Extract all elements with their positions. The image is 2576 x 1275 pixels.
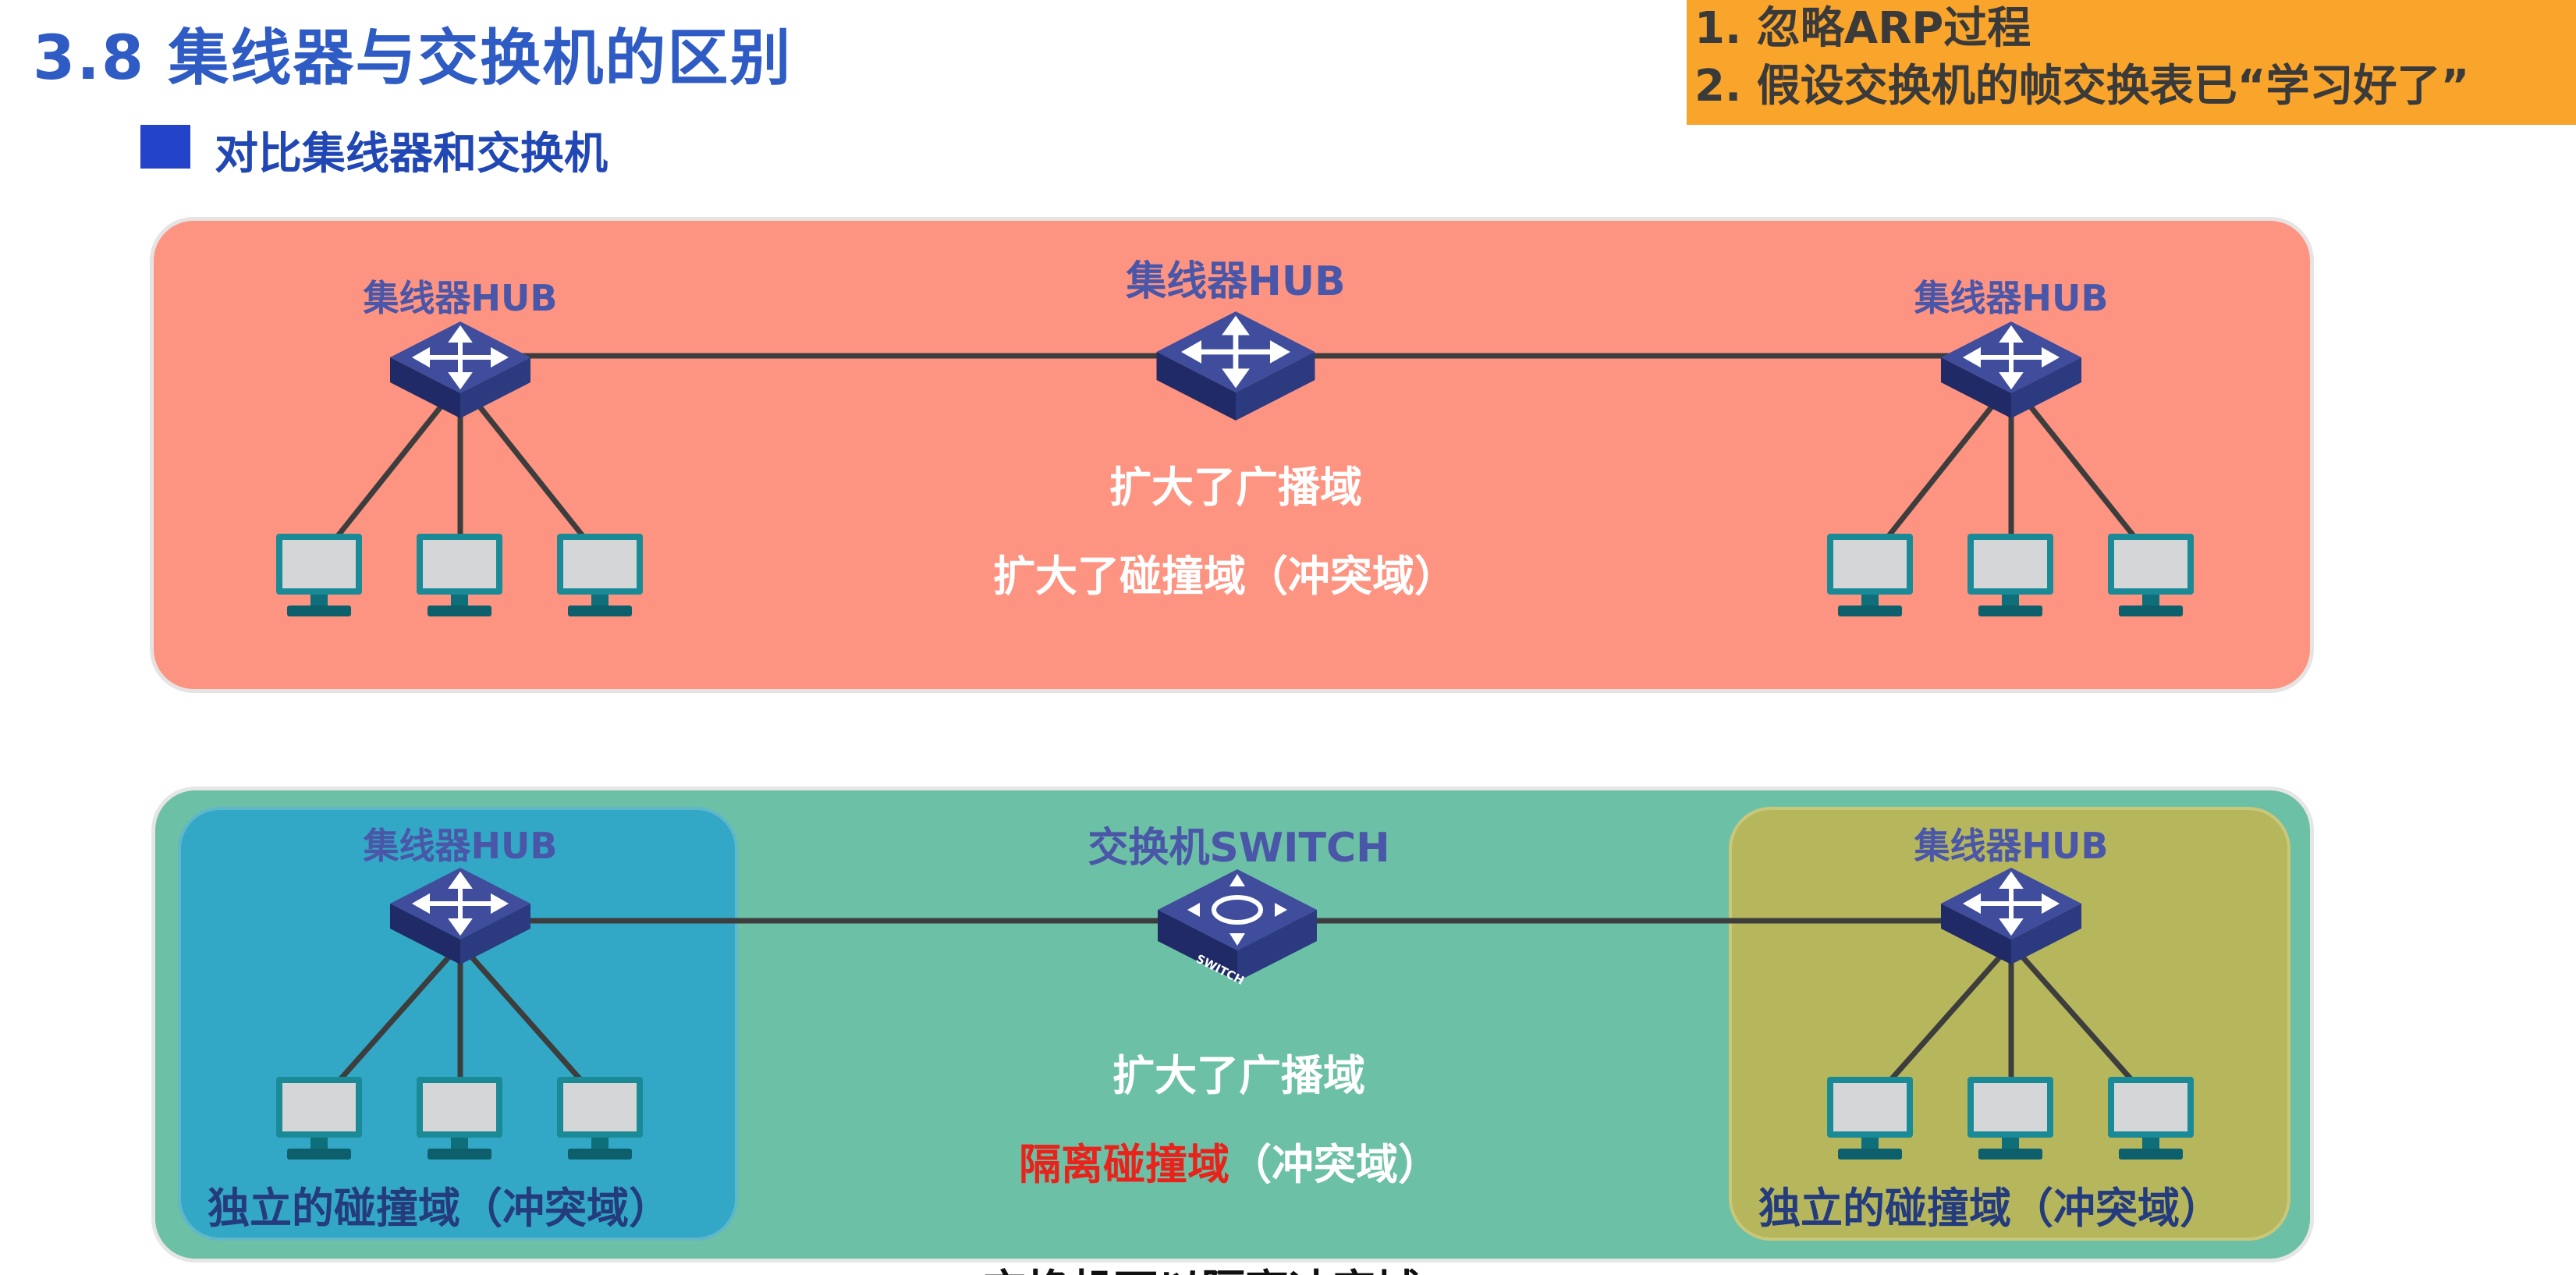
top-center-hub-label: 集线器HUB <box>1126 258 1346 305</box>
hub-icon <box>390 868 530 964</box>
subtitle: 对比集线器和交换机 <box>215 129 608 179</box>
computer-icon <box>276 534 362 621</box>
bottom-right-link-1 <box>1885 941 2014 1086</box>
computer-icon <box>417 534 502 621</box>
top-right-hub-label: 集线器HUB <box>1914 277 2109 319</box>
computer-icon <box>1967 1077 2053 1164</box>
isolate-collision-text: 隔离碰撞域 <box>1019 1140 1229 1189</box>
right-zone-caption: 独立的碰撞域（冲突域） <box>1758 1184 2222 1233</box>
note-line-2: 2. 假设交换机的帧交换表已“学习好了” <box>1694 61 2470 112</box>
slide-title: 3.8 集线器与交换机的区别 <box>33 23 793 94</box>
bottom-right-hub-label: 集线器HUB <box>1914 825 2109 867</box>
computer-icon <box>1827 534 1913 621</box>
left-zone-caption: 独立的碰撞域（冲突域） <box>208 1184 671 1233</box>
note-line-1: 1. 忽略ARP过程 <box>1694 3 2031 54</box>
bottom-right-link-3 <box>2008 941 2138 1086</box>
collision-domain-suffix: （冲突域） <box>1229 1140 1440 1189</box>
switch-icon: SWITCH <box>1158 869 1317 988</box>
top-right-link-1 <box>1885 379 2014 540</box>
computer-icon <box>417 1077 502 1164</box>
computer-icon <box>1967 534 2053 621</box>
hub-icon <box>1941 321 2081 418</box>
bottom-collision-line: 隔离碰撞域（冲突域） <box>1019 1130 1440 1192</box>
switch-label: 交换机SWITCH <box>1088 825 1390 872</box>
assumption-note: 1. 忽略ARP过程 2. 假设交换机的帧交换表已“学习好了” <box>1687 0 2576 125</box>
bottom-broadcast-text: 扩大了广播域 <box>1112 1051 1365 1100</box>
computer-icon <box>2108 534 2194 621</box>
cropped-caption-text: 交换机可以隔离冲突域 <box>983 1256 1420 1275</box>
computer-icon <box>276 1077 362 1164</box>
cropped-caption: 交换机可以隔离冲突域 <box>983 1256 1545 1275</box>
computer-icon <box>1827 1077 1913 1164</box>
bottom-left-link-3 <box>457 941 587 1086</box>
top-left-hub-label: 集线器HUB <box>363 277 558 319</box>
top-broadcast-text: 扩大了广播域 <box>1109 463 1362 512</box>
top-right-link-3 <box>2008 379 2138 540</box>
computer-icon <box>557 534 643 621</box>
hub-icon <box>1941 868 2081 964</box>
hub-icon <box>390 321 530 418</box>
top-left-link-1 <box>334 379 463 540</box>
subtitle-bullet-square <box>140 125 190 169</box>
bottom-left-link-1 <box>334 941 463 1086</box>
bottom-left-hub-label: 集线器HUB <box>363 825 558 867</box>
top-collision-text: 扩大了碰撞域（冲突域） <box>993 552 1457 601</box>
top-left-link-3 <box>457 379 587 540</box>
computer-icon <box>2108 1077 2194 1164</box>
computer-icon <box>557 1077 643 1164</box>
hub-icon <box>1156 311 1315 421</box>
